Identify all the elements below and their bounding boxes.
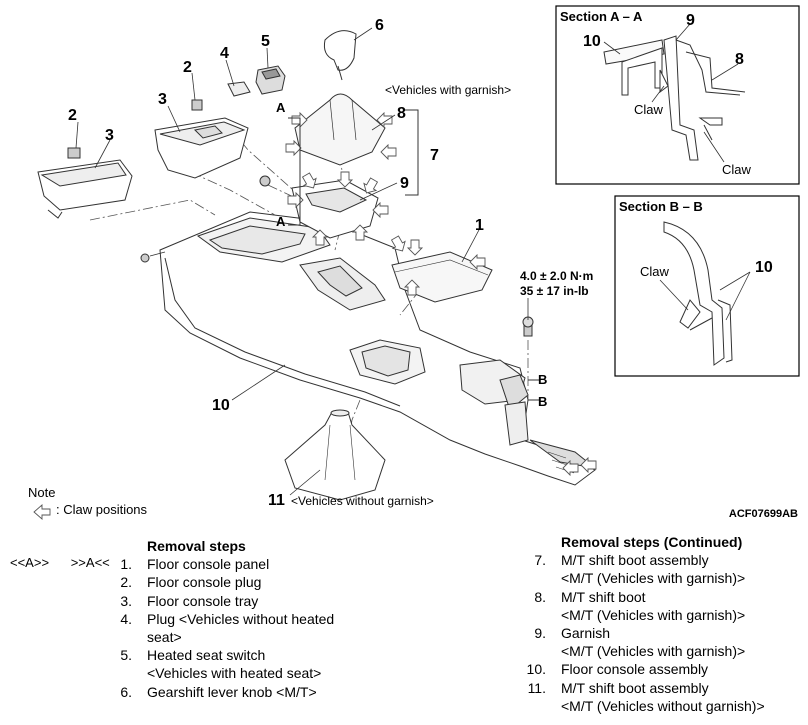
- removal-steps: Removal steps 1. Floor console panel 2. Fl…: [111, 537, 411, 701]
- gearshift-knob: [323, 30, 357, 81]
- step-number: 9.: [534, 625, 546, 642]
- step-text: M/T shift boot assembly <M/T (Vehicles w…: [561, 552, 746, 587]
- step-number: 3.: [120, 592, 132, 609]
- floor-console-assembly: [140, 211, 596, 486]
- step-text: M/T shift boot assembly <M/T (Vehicles w…: [561, 679, 765, 714]
- section-b-b-title: Section B – B: [619, 199, 703, 214]
- callout-2: 2: [68, 107, 77, 124]
- section-a-callout-8: 8: [735, 51, 744, 68]
- section-a-a-panel: Section A – A 9 10 8 Claw Claw: [555, 5, 800, 185]
- section-mark-a: A: [276, 100, 286, 115]
- list-item: 10. Floor console assembly: [525, 660, 805, 678]
- callout-4: 4: [220, 45, 229, 62]
- list-item: 5. Heated seat switch <Vehicles with heat…: [111, 646, 411, 682]
- section-mark-b: B: [538, 372, 547, 387]
- callout-3: 3: [105, 127, 114, 144]
- step-number: 6.: [120, 683, 132, 700]
- procedure-mark-left: <<A>>: [10, 555, 50, 570]
- callout-2: 2: [183, 59, 192, 76]
- section-b-callout-10: 10: [755, 259, 773, 276]
- list-item: 8. M/T shift boot <M/T (Vehicles with gar…: [525, 588, 805, 624]
- plug: [227, 81, 251, 97]
- garnish: [291, 179, 379, 239]
- section-mark-b: B: [538, 394, 547, 409]
- note-title: Note: [28, 485, 56, 500]
- step-text: M/T shift boot <M/T (Vehicles with garni…: [561, 588, 746, 623]
- callout-3: 3: [158, 91, 167, 108]
- step-text: Floor console plug: [147, 574, 262, 591]
- callout-10: 10: [212, 397, 230, 414]
- note-claw-positions: : Claw positions: [56, 502, 148, 517]
- callout-numbers: 1 2 2 3 3 4 5 6 7 8 9 10 11 A A B B: [68, 17, 547, 509]
- list-item: 7. M/T shift boot assembly <M/T (Vehicles…: [525, 551, 805, 587]
- section-b-b-panel: Section B – B Claw 10: [614, 195, 800, 377]
- step-text: Gearshift lever knob <M/T>: [147, 683, 317, 700]
- step-text: Floor console panel: [147, 556, 270, 573]
- step-number: 1.: [120, 556, 132, 573]
- removal-steps-continued-title: Removal steps (Continued): [561, 534, 743, 550]
- step-text: Garnish <M/T (Vehicles with garnish)>: [561, 625, 746, 660]
- step-number: 4.: [120, 610, 132, 627]
- floor-console-tray-left: [37, 147, 133, 219]
- bracket-7: [405, 109, 419, 196]
- step-number: 8.: [534, 588, 546, 605]
- section-a-a-title: Section A – A: [560, 9, 643, 24]
- callout-9: 9: [400, 175, 409, 192]
- section-mark-a: A: [276, 214, 286, 229]
- callout-8: 8: [397, 105, 406, 122]
- floor-console-tray-middle: [154, 99, 249, 179]
- procedure-marks: <<A>> >>A<<: [10, 555, 110, 570]
- section-a-callout-10: 10: [583, 33, 601, 50]
- section-b-claw-label: Claw: [640, 264, 670, 279]
- callout-leaders: [75, 27, 529, 496]
- section-a-claw-label: Claw: [722, 162, 752, 177]
- step-number: 5.: [120, 647, 132, 664]
- torque-nm: 4.0 ± 2.0 N·m: [520, 269, 593, 283]
- section-indicator-lines: [288, 117, 540, 401]
- step-number: 11.: [527, 679, 546, 696]
- step-text: Floor console assembly: [561, 661, 709, 678]
- step-text: Plug <Vehicles without heated seat>: [147, 610, 335, 646]
- list-item: 11. M/T shift boot assembly <M/T (Vehicle…: [525, 679, 805, 715]
- callout-6: 6: [375, 17, 384, 34]
- step-number: 7.: [534, 552, 546, 569]
- label-without-garnish: <Vehicles without garnish>: [291, 494, 434, 508]
- claw-legend-arrow-icon: [33, 504, 51, 520]
- heated-seat-switch: [255, 65, 286, 95]
- list-item: 3. Floor console tray: [111, 592, 411, 610]
- list-item: 6. Gearshift lever knob <M/T>: [111, 683, 411, 701]
- floor-console-panel: [391, 251, 493, 303]
- step-number: 2.: [120, 574, 132, 591]
- callout-11: 11: [268, 492, 285, 509]
- step-text: Heated seat switch <Vehicles with heated…: [147, 647, 322, 682]
- callout-5: 5: [261, 33, 270, 50]
- step-text: Floor console tray: [147, 592, 259, 609]
- label-with-garnish: <Vehicles with garnish>: [385, 83, 511, 97]
- callout-7: 7: [430, 147, 439, 164]
- section-a-callout-9: 9: [686, 12, 695, 29]
- list-item: 4. Plug <Vehicles without heated seat>: [111, 610, 411, 646]
- removal-steps-title: Removal steps: [147, 538, 246, 554]
- removal-steps-continued: Removal steps (Continued) 7. M/T shift bo…: [525, 533, 805, 715]
- torque-lb: 35 ± 17 in-lb: [520, 284, 589, 298]
- procedure-mark-right: >>A<<: [70, 555, 110, 570]
- list-item: 1. Floor console panel: [111, 555, 411, 573]
- list-item: 2. Floor console plug: [111, 573, 411, 591]
- figure-id: ACF07699AB: [728, 508, 798, 520]
- step-number: 10.: [526, 661, 546, 678]
- shift-boot: [294, 93, 386, 166]
- callout-1: 1: [475, 217, 484, 234]
- section-a-claw-label: Claw: [634, 102, 664, 117]
- list-item: 9. Garnish <M/T (Vehicles with garnish)>: [525, 624, 805, 660]
